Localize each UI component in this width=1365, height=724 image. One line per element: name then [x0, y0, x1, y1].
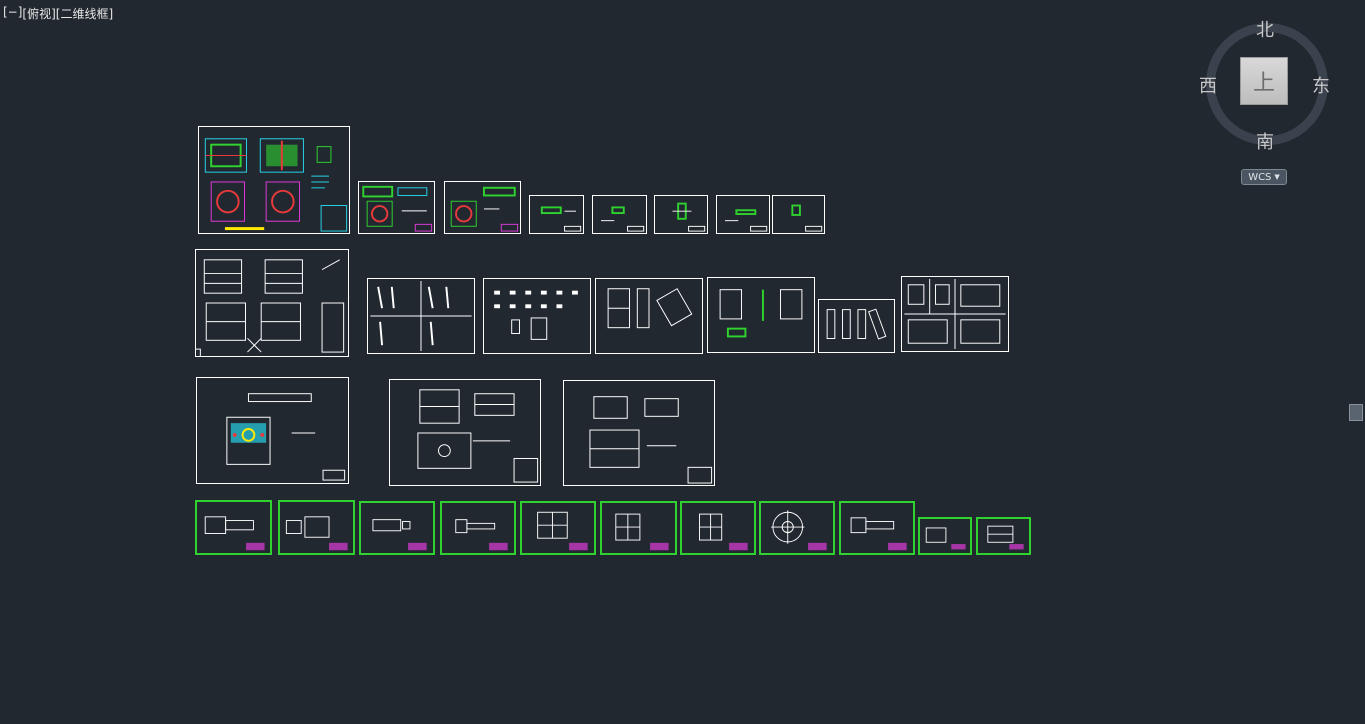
drawing-sheet[interactable] [839, 501, 915, 555]
part-drawing [455, 519, 508, 551]
drawing-sheet[interactable] [440, 501, 516, 555]
parts-drawing [826, 308, 887, 340]
drawing-sheet[interactable] [918, 517, 972, 555]
parts-drawing [494, 290, 578, 340]
drawing-sheet[interactable] [529, 195, 584, 234]
part-drawing [362, 185, 433, 232]
drawing-sheet[interactable] [520, 501, 596, 555]
drawing-sheet[interactable] [600, 501, 677, 555]
shaft-drawing [850, 517, 907, 551]
part-drawing [925, 527, 966, 550]
drawing-sheet[interactable] [195, 249, 349, 357]
parts-drawing [904, 278, 1006, 350]
drawing-sheet[interactable] [772, 195, 825, 234]
compass-north[interactable]: 北 [1256, 20, 1274, 41]
parts-drawing [370, 280, 472, 352]
flange-drawing [771, 510, 827, 551]
mold-base-drawing [417, 389, 539, 483]
drawing-sheet[interactable] [563, 380, 715, 486]
part-drawing [699, 513, 748, 551]
drawing-sheet[interactable] [592, 195, 647, 234]
view-menu[interactable]: [俯视] [22, 7, 56, 21]
drawing-sheet[interactable] [976, 517, 1031, 555]
compass-west[interactable]: 西 [1199, 76, 1217, 97]
compass-east[interactable]: 东 [1312, 76, 1330, 97]
parts-drawing [719, 289, 803, 338]
drawing-sheet[interactable] [389, 379, 541, 486]
part-drawing [372, 519, 427, 551]
chevron-down-icon: ▼ [1274, 173, 1280, 181]
viewport-control-menu[interactable]: [−] [3, 5, 23, 19]
part-drawing [615, 513, 669, 551]
part-drawing [791, 204, 823, 232]
mold-base-drawing [226, 393, 346, 481]
parts-drawing [607, 288, 693, 329]
scrollbar-thumb[interactable] [1349, 404, 1363, 421]
drawing-sheet[interactable] [759, 501, 835, 555]
compass-ring[interactable] [1206, 23, 1328, 145]
part-drawing [450, 186, 519, 232]
shaft-drawing [204, 516, 265, 551]
part-drawing [601, 206, 645, 232]
drawing-sheet[interactable] [367, 278, 475, 354]
drawing-sheet[interactable] [595, 278, 703, 354]
drawing-sheet[interactable] [196, 377, 349, 484]
visual-style-menu[interactable]: [二维线框] [55, 7, 114, 21]
drawing-sheet[interactable] [358, 181, 435, 234]
drawing-sheet[interactable] [654, 195, 708, 234]
drawing-sheet[interactable] [707, 277, 815, 353]
vertical-scrollbar[interactable] [1348, 0, 1365, 724]
wcs-menu[interactable]: WCS ▼ [1241, 169, 1287, 185]
part-drawing [540, 206, 582, 232]
part-drawing [724, 209, 768, 232]
assembly-drawing [204, 138, 348, 232]
drawing-sheet[interactable] [716, 195, 770, 234]
drawing-sheet[interactable] [198, 126, 350, 234]
part-drawing [987, 525, 1024, 550]
compass-south[interactable]: 南 [1256, 132, 1274, 153]
drawing-sheet[interactable] [483, 278, 591, 354]
drawing-sheet[interactable] [818, 299, 895, 353]
drawing-sheet[interactable] [444, 181, 521, 234]
mold-base-drawing [589, 396, 713, 484]
part-drawing [285, 516, 348, 551]
drawing-sheet[interactable] [901, 276, 1009, 352]
cube-top-face[interactable]: 上 [1240, 57, 1288, 105]
viewcube[interactable]: 北 南 西 东 上 WCS ▼ [1198, 15, 1333, 190]
viewport-controls: [−] [俯视] [二维线框] [3, 5, 113, 22]
wcs-label: WCS [1248, 171, 1272, 183]
part-drawing [672, 202, 706, 232]
drawing-sheet[interactable] [278, 500, 355, 555]
drawing-sheet[interactable] [359, 501, 435, 555]
part-drawing [537, 511, 588, 551]
drawing-sheet[interactable] [195, 500, 272, 555]
mold-assembly-drawing [196, 259, 345, 356]
drawing-sheet[interactable] [680, 501, 756, 555]
